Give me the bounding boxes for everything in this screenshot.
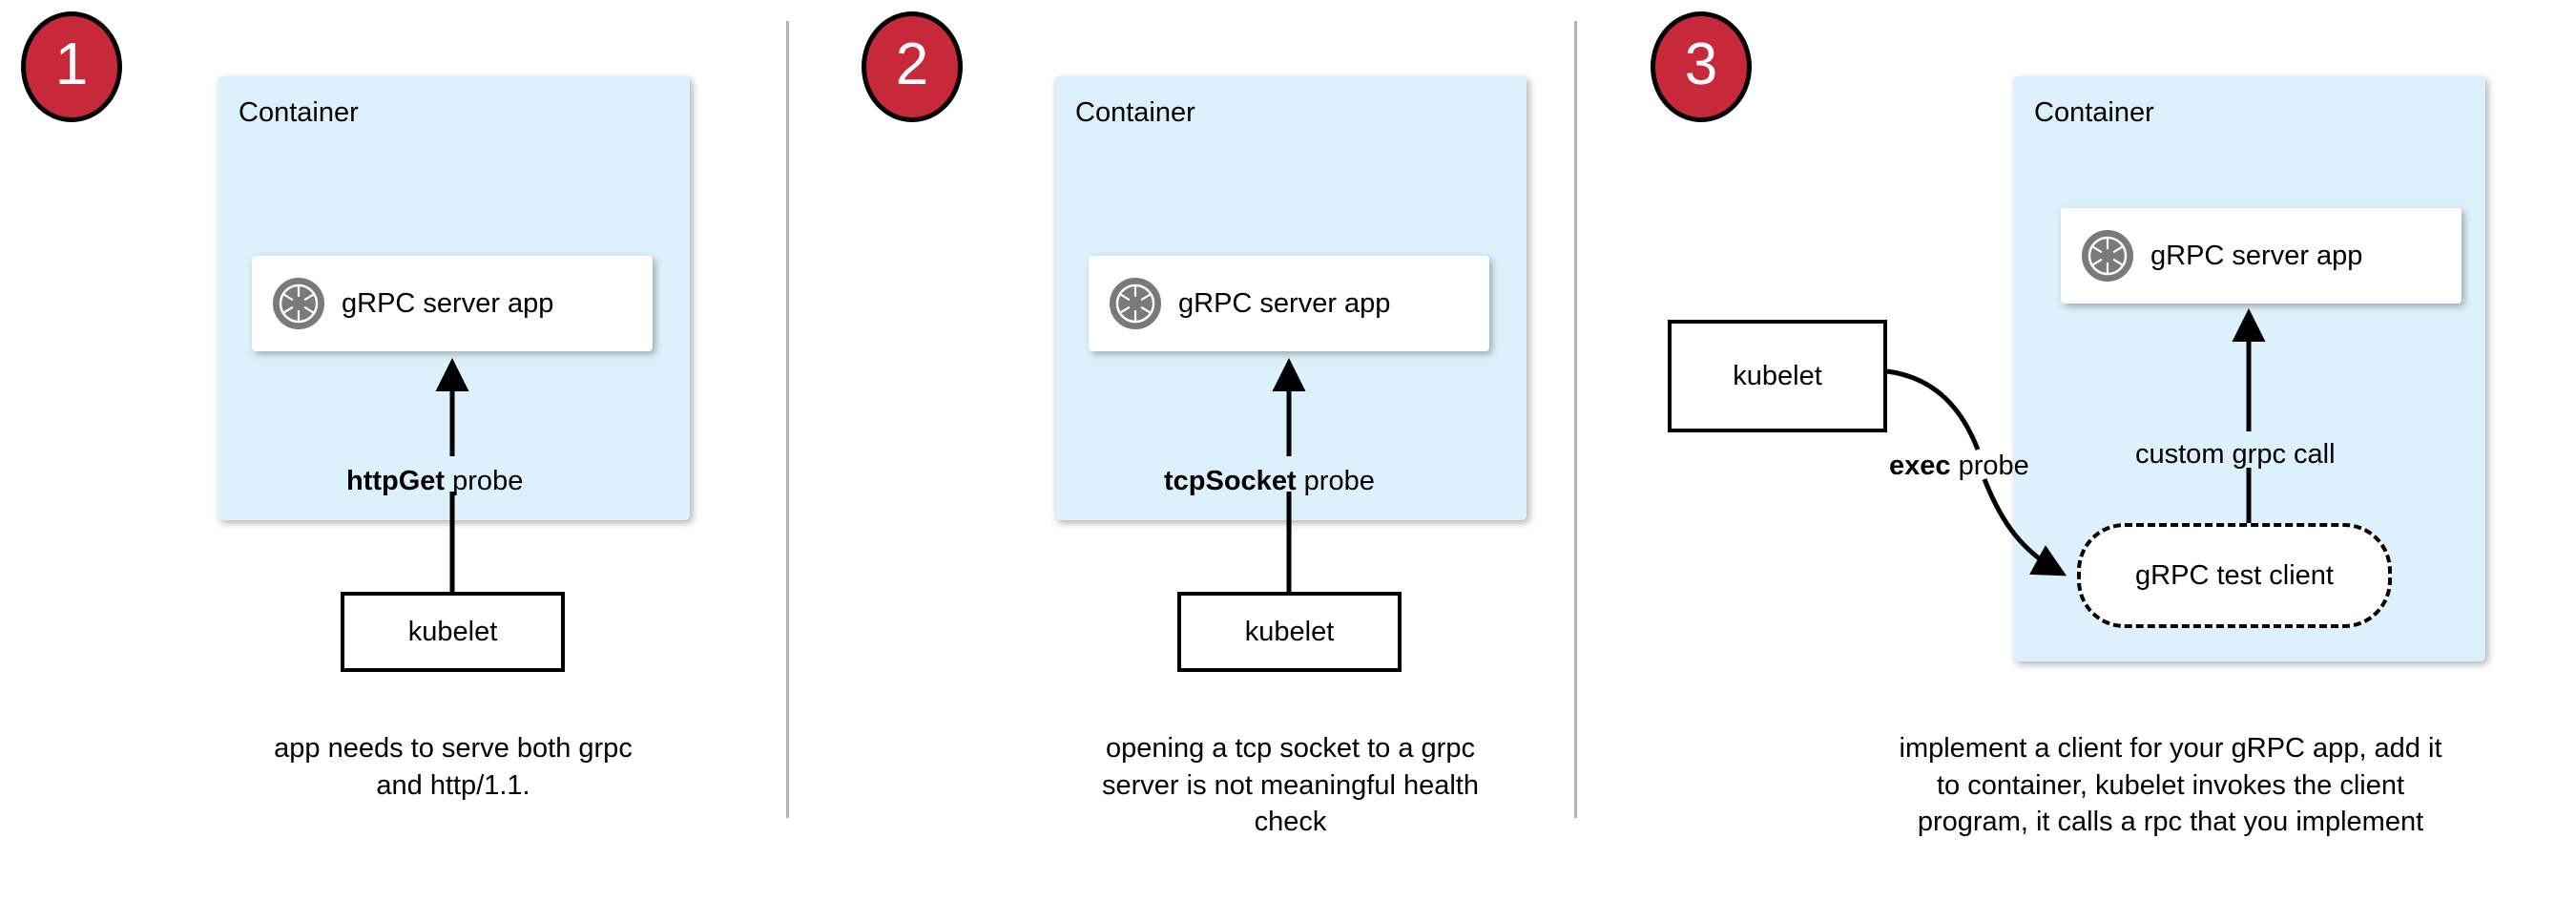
caption-2: opening a tcp socket to a grpc server is… [1049, 730, 1531, 841]
kubelet-box-3: kubelet [1668, 320, 1887, 432]
caption-2-line-2: server is not meaningful health [1102, 769, 1479, 801]
caption-2-line-1: opening a tcp socket to a grpc [1106, 733, 1475, 764]
probe-label-2-rest: probe [1296, 466, 1375, 496]
caption-2-line-3: check [1254, 807, 1327, 838]
grpc-server-app-card-2: gRPC server app [1089, 256, 1489, 351]
kubelet-label-2: kubelet [1244, 616, 1335, 647]
caption-3-line-1: implement a client for your gRPC app, ad… [1899, 733, 2442, 764]
container-label-2: Container [1075, 97, 1195, 128]
grpc-aperture-icon [273, 278, 324, 329]
step-number-1: 1 [54, 31, 89, 97]
kubelet-box-1: kubelet [341, 592, 565, 672]
grpc-aperture-icon [1110, 278, 1161, 329]
probe-label-1-bold: httpGet [346, 466, 446, 496]
container-label-1: Container [239, 97, 359, 128]
probe-label-3: exec probe [1889, 451, 2029, 482]
step-badge-1: 1 [21, 11, 122, 122]
step-badge-3: 3 [1651, 11, 1752, 122]
probe-label-1: httpGet probe [346, 466, 523, 497]
grpc-server-app-card-3: gRPC server app [2061, 208, 2462, 304]
probe-label-2-bold: tcpSocket [1164, 466, 1297, 496]
caption-1: app needs to serve both grpc and http/1.… [239, 730, 668, 804]
panel-divider-2 [1574, 21, 1577, 818]
caption-1-line-2: and http/1.1. [376, 769, 530, 801]
step-number-2: 2 [895, 31, 929, 97]
kubelet-label-3: kubelet [1733, 360, 1822, 391]
grpc-server-app-label-1: gRPC server app [342, 287, 554, 319]
probe-label-3-bold: exec [1889, 451, 1951, 481]
kubelet-box-2: kubelet [1177, 592, 1402, 672]
probe-label-1-rest: probe [445, 466, 524, 496]
grpc-test-client-box: gRPC test client [2077, 523, 2392, 628]
grpc-server-app-label-2: gRPC server app [1178, 287, 1391, 319]
container-label-3: Container [2034, 97, 2154, 128]
step-number-3: 3 [1684, 31, 1718, 97]
panel-divider-1 [786, 21, 789, 818]
custom-grpc-call-label: custom grpc call [2135, 439, 2336, 470]
caption-3: implement a client for your gRPC app, ad… [1813, 730, 2528, 841]
grpc-test-client-label: gRPC test client [2135, 559, 2334, 591]
grpc-server-app-card-1: gRPC server app [252, 256, 653, 351]
grpc-server-app-label-3: gRPC server app [2150, 240, 2363, 271]
caption-3-line-3: program, it calls a rpc that you impleme… [1917, 807, 2424, 838]
caption-1-line-1: app needs to serve both grpc [274, 733, 633, 764]
caption-3-line-2: to container, kubelet invokes the client [1936, 769, 2405, 801]
probe-label-3-rest: probe [1950, 451, 2029, 481]
probe-label-2: tcpSocket probe [1164, 466, 1375, 497]
step-badge-2: 2 [862, 11, 963, 122]
grpc-aperture-icon [2082, 230, 2133, 282]
kubelet-label-1: kubelet [407, 616, 498, 647]
